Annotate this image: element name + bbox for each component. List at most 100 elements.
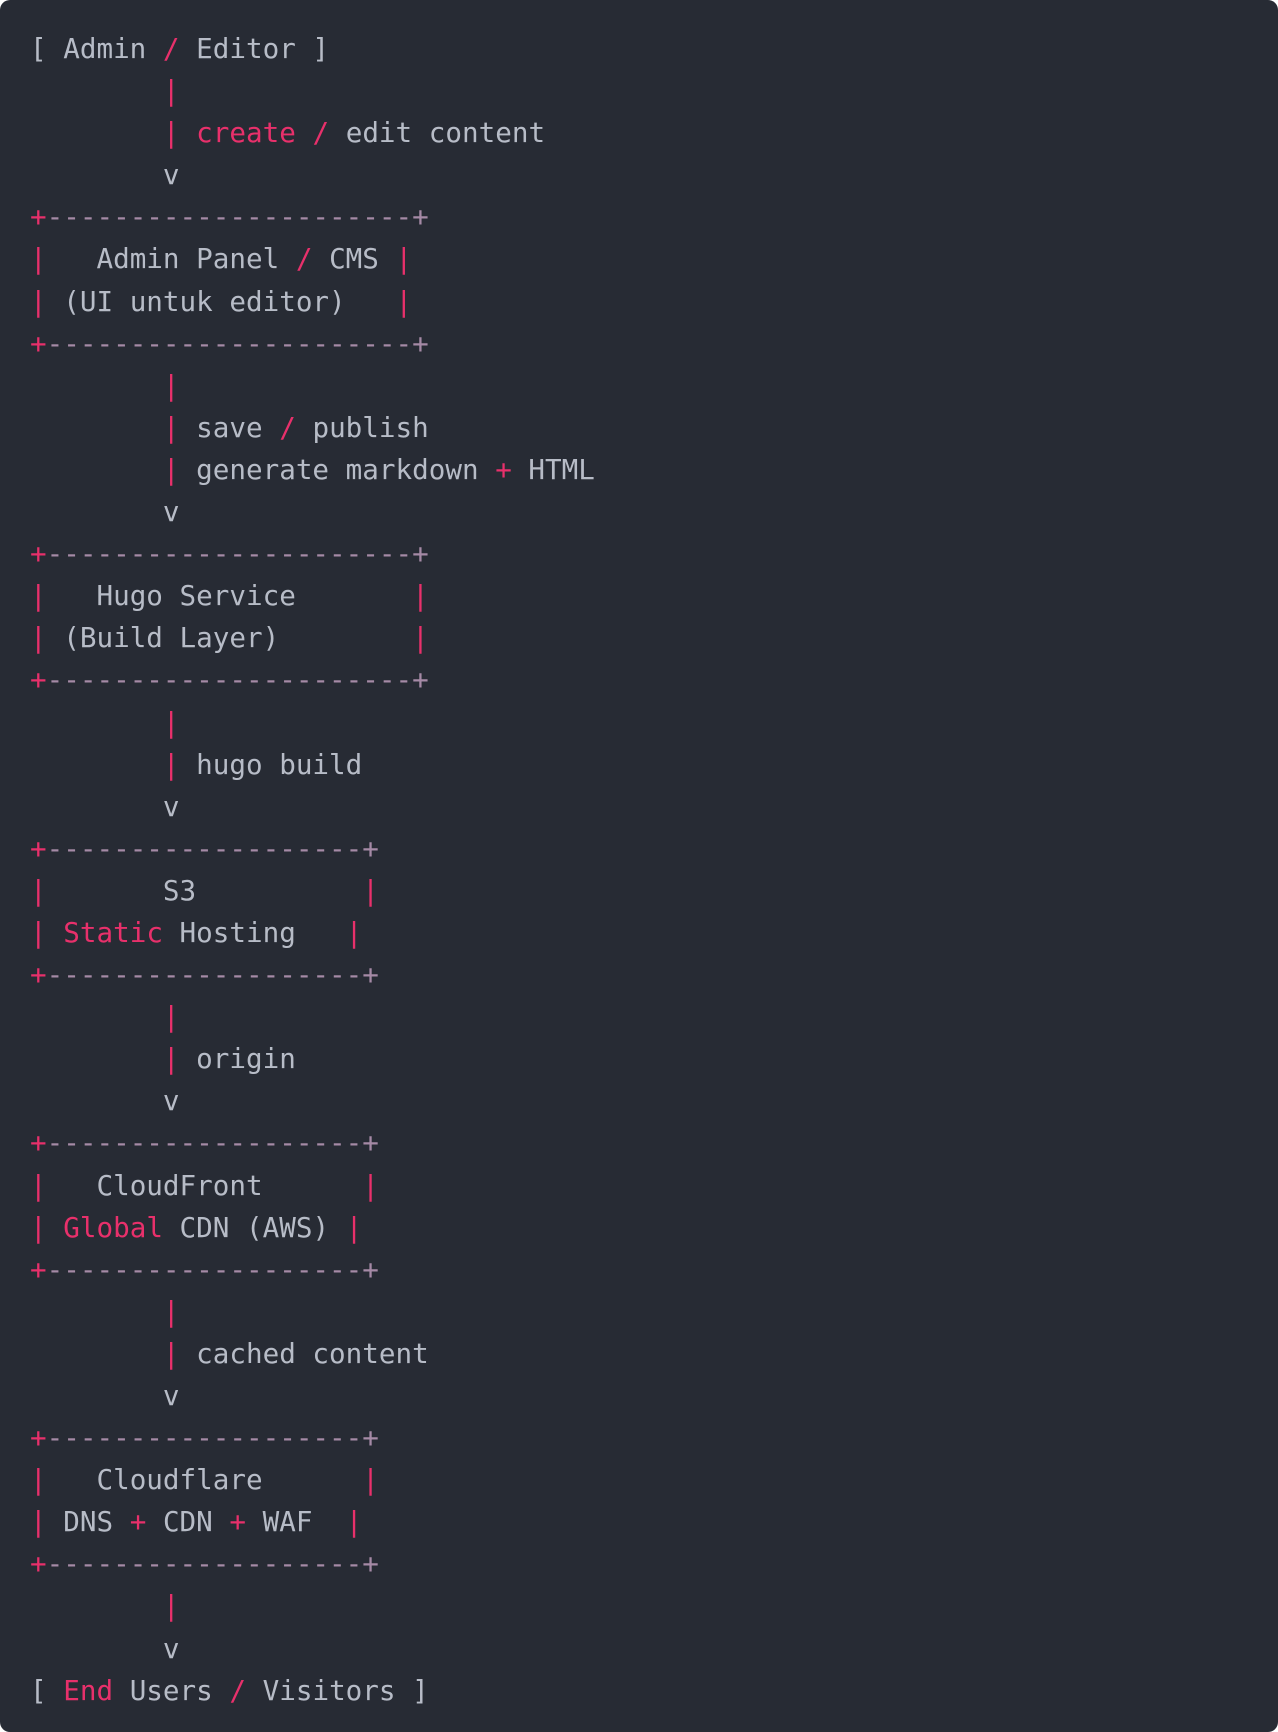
diagram-line: | [30,996,1248,1038]
diagram-segment: S3 [46,873,363,907]
diagram-segment: + [30,958,47,992]
diagram-segment [180,116,197,149]
diagram-segment: v [30,158,180,192]
diagram-segment: WAF [246,1505,346,1539]
diagram-segment: + [495,452,512,486]
diagram-segment: ------------------- [46,831,363,865]
diagram-segment [30,116,163,149]
diagram-segment: (UI untuk editor) [46,284,396,318]
diagram-line: v [30,1375,1248,1417]
diagram-segment: | [30,1210,47,1244]
diagram-segment: ---------------------- [46,326,413,360]
diagram-segment: + [30,200,47,234]
diagram-segment [30,748,163,781]
diagram-segment: | [30,621,47,655]
diagram-segment: | [345,1210,363,1244]
diagram-segment: + [362,958,379,992]
diagram-line: v [30,154,1248,196]
diagram-segment: ------------------- [46,958,363,992]
diagram-segment [296,116,313,149]
diagram-segment: | [395,242,413,276]
diagram-segment: + [129,1505,147,1539]
diagram-line: +-------------------+ [30,954,1248,996]
diagram-line: | create / edit content [30,112,1248,154]
diagram-segment: ------------------- [46,1421,363,1455]
diagram-line: | S3 | [30,870,1248,912]
diagram-segment: | [30,873,47,907]
diagram-segment: | [162,410,180,444]
diagram-segment: Hugo Service [46,579,413,613]
diagram-segment: | [362,1168,379,1202]
diagram-segment: (Build Layer) [46,621,413,655]
diagram-line: v [30,786,1248,828]
diagram-line: [ End Users / Visitors ] [30,1670,1248,1712]
diagram-line: +-------------------+ [30,1543,1248,1585]
diagram-segment: ------------------- [46,1252,363,1286]
diagram-segment: | [162,705,180,739]
diagram-segment: | [30,284,47,318]
diagram-segment [30,706,163,739]
diagram-segment: [ [30,1673,64,1707]
diagram-line: | Cloudflare | [30,1459,1248,1501]
diagram-segment [47,916,64,949]
diagram-segment: / [295,242,313,276]
diagram-segment: + [30,1126,47,1160]
diagram-segment: + [30,1547,47,1581]
diagram-segment: / [312,116,330,150]
diagram-line: +----------------------+ [30,323,1248,365]
diagram-segment [30,1295,163,1328]
diagram-segment: End [63,1673,114,1707]
diagram-segment: | [162,452,180,486]
diagram-line: +----------------------+ [30,196,1248,238]
diagram-segment: | [30,915,47,949]
diagram-segment: publish [295,410,429,444]
diagram-segment: HTML [511,452,595,486]
diagram-segment: + [362,1126,379,1160]
diagram-segment: | [412,579,429,613]
diagram-segment [30,411,163,444]
diagram-segment: / [279,410,296,444]
diagram-segment [30,369,163,402]
diagram-segment: | [395,284,413,318]
diagram-segment: | [345,915,363,949]
diagram-segment: + [412,326,429,360]
diagram-segment [30,1589,163,1622]
diagram-segment: + [362,1547,379,1581]
diagram-segment: | [162,1000,180,1034]
diagram-segment: hugo build [179,747,363,781]
diagram-segment: ------------------- [46,1547,363,1581]
diagram-line: +----------------------+ [30,533,1248,575]
diagram-segment: | [30,1505,47,1539]
diagram-segment: CDN [146,1505,230,1539]
diagram-segment: Users [113,1673,230,1707]
diagram-line: | generate markdown + HTML [30,449,1248,491]
diagram-segment: | [412,621,429,655]
diagram-segment: cached content [179,1336,429,1370]
diagram-line: | Static Hosting | [30,912,1248,954]
diagram-line: | (UI untuk editor) | [30,281,1248,323]
diagram-segment: v [30,1084,180,1118]
diagram-segment: + [412,663,429,697]
diagram-segment: CDN (AWS) [162,1210,346,1244]
diagram-line: | [30,702,1248,744]
diagram-segment: | [30,1168,47,1202]
diagram-segment [30,1337,163,1370]
diagram-segment: | [162,1042,180,1076]
diagram-line: | CloudFront | [30,1165,1248,1207]
diagram-segment: [ Admin [30,32,163,65]
diagram-segment: + [362,1421,379,1455]
diagram-segment: | [162,1294,180,1328]
diagram-line: [ Admin / Editor ] [30,28,1248,70]
diagram-segment: + [30,326,47,360]
diagram-segment: + [30,537,47,571]
diagram-line: +-------------------+ [30,1417,1248,1459]
diagram-line: | origin [30,1038,1248,1080]
diagram-segment: create [196,116,296,150]
diagram-line: | [30,1585,1248,1627]
architecture-diagram: [ Admin / Editor ] | | create / edit con… [30,28,1248,1712]
diagram-segment: | [30,242,47,276]
diagram-segment: / [229,1673,246,1707]
diagram-segment: Cloudflare [46,1463,363,1497]
diagram-segment: | [162,368,180,402]
diagram-segment: | [30,579,47,613]
